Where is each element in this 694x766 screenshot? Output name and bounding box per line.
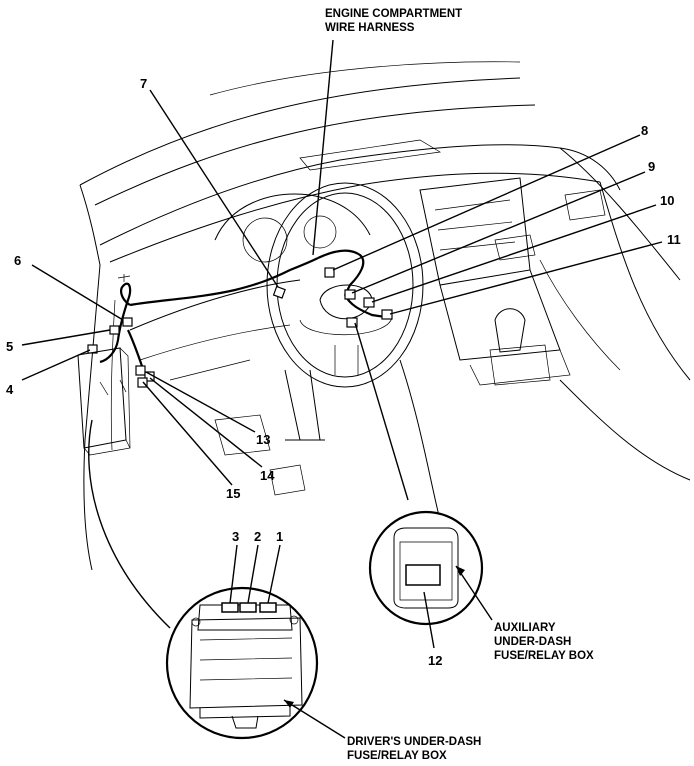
driver-fuse-box-small [77,347,131,456]
connector-15 [137,377,148,388]
fuse-slot-2 [239,602,257,613]
fuse-slot-3 [221,602,239,613]
caption-engine-harness-line2: WIRE HARNESS [325,22,415,34]
callout-2: 2 [254,529,261,544]
connector-12 [346,317,358,328]
callout-7: 7 [140,76,147,91]
connectors [87,267,393,388]
connector-10 [363,297,375,308]
caption-aux-box-line3: FUSE/RELAY BOX [494,650,594,662]
callout-9: 9 [648,159,655,174]
callout-10: 10 [660,193,674,208]
callout-labels: 1 2 3 4 5 6 7 8 9 10 11 12 13 14 15 [6,76,681,668]
callout-5: 5 [6,339,13,354]
caption-engine-harness-line1: ENGINE COMPARTMENT [325,8,462,20]
driver-fuse-box-detail [165,544,346,740]
steering-wheel [266,182,424,388]
callout-13: 13 [256,432,270,447]
caption-driver-box-line1: DRIVER'S UNDER-DASH [347,736,481,748]
connector-11 [381,309,393,320]
callout-15: 15 [226,486,240,501]
callout-1: 1 [276,529,283,544]
captions: ENGINE COMPARTMENT WIRE HARNESS AUXILIAR… [325,8,594,762]
connector-7 [272,285,286,299]
leader-lines [21,39,663,629]
fuse-slot-1 [259,602,277,613]
callout-12: 12 [428,653,442,668]
connector-9 [344,289,356,300]
aux-fuse-box-detail [368,510,493,649]
callout-11: 11 [667,232,681,247]
aux-fuse-slot [405,564,441,586]
callout-3: 3 [232,529,239,544]
callout-6: 6 [14,253,21,268]
connector-13 [135,365,146,376]
connector-8 [324,267,335,278]
caption-aux-box-line2: UNDER-DASH [494,636,571,648]
caption-aux-box-line1: AUXILIARY [494,622,556,634]
connector-5 [109,325,120,335]
callout-14: 14 [260,468,275,483]
connector-6 [122,317,133,327]
caption-driver-box-line2: FUSE/RELAY BOX [347,750,447,762]
callout-4: 4 [6,382,14,397]
wire-harness [99,249,393,396]
callout-8: 8 [641,123,648,138]
